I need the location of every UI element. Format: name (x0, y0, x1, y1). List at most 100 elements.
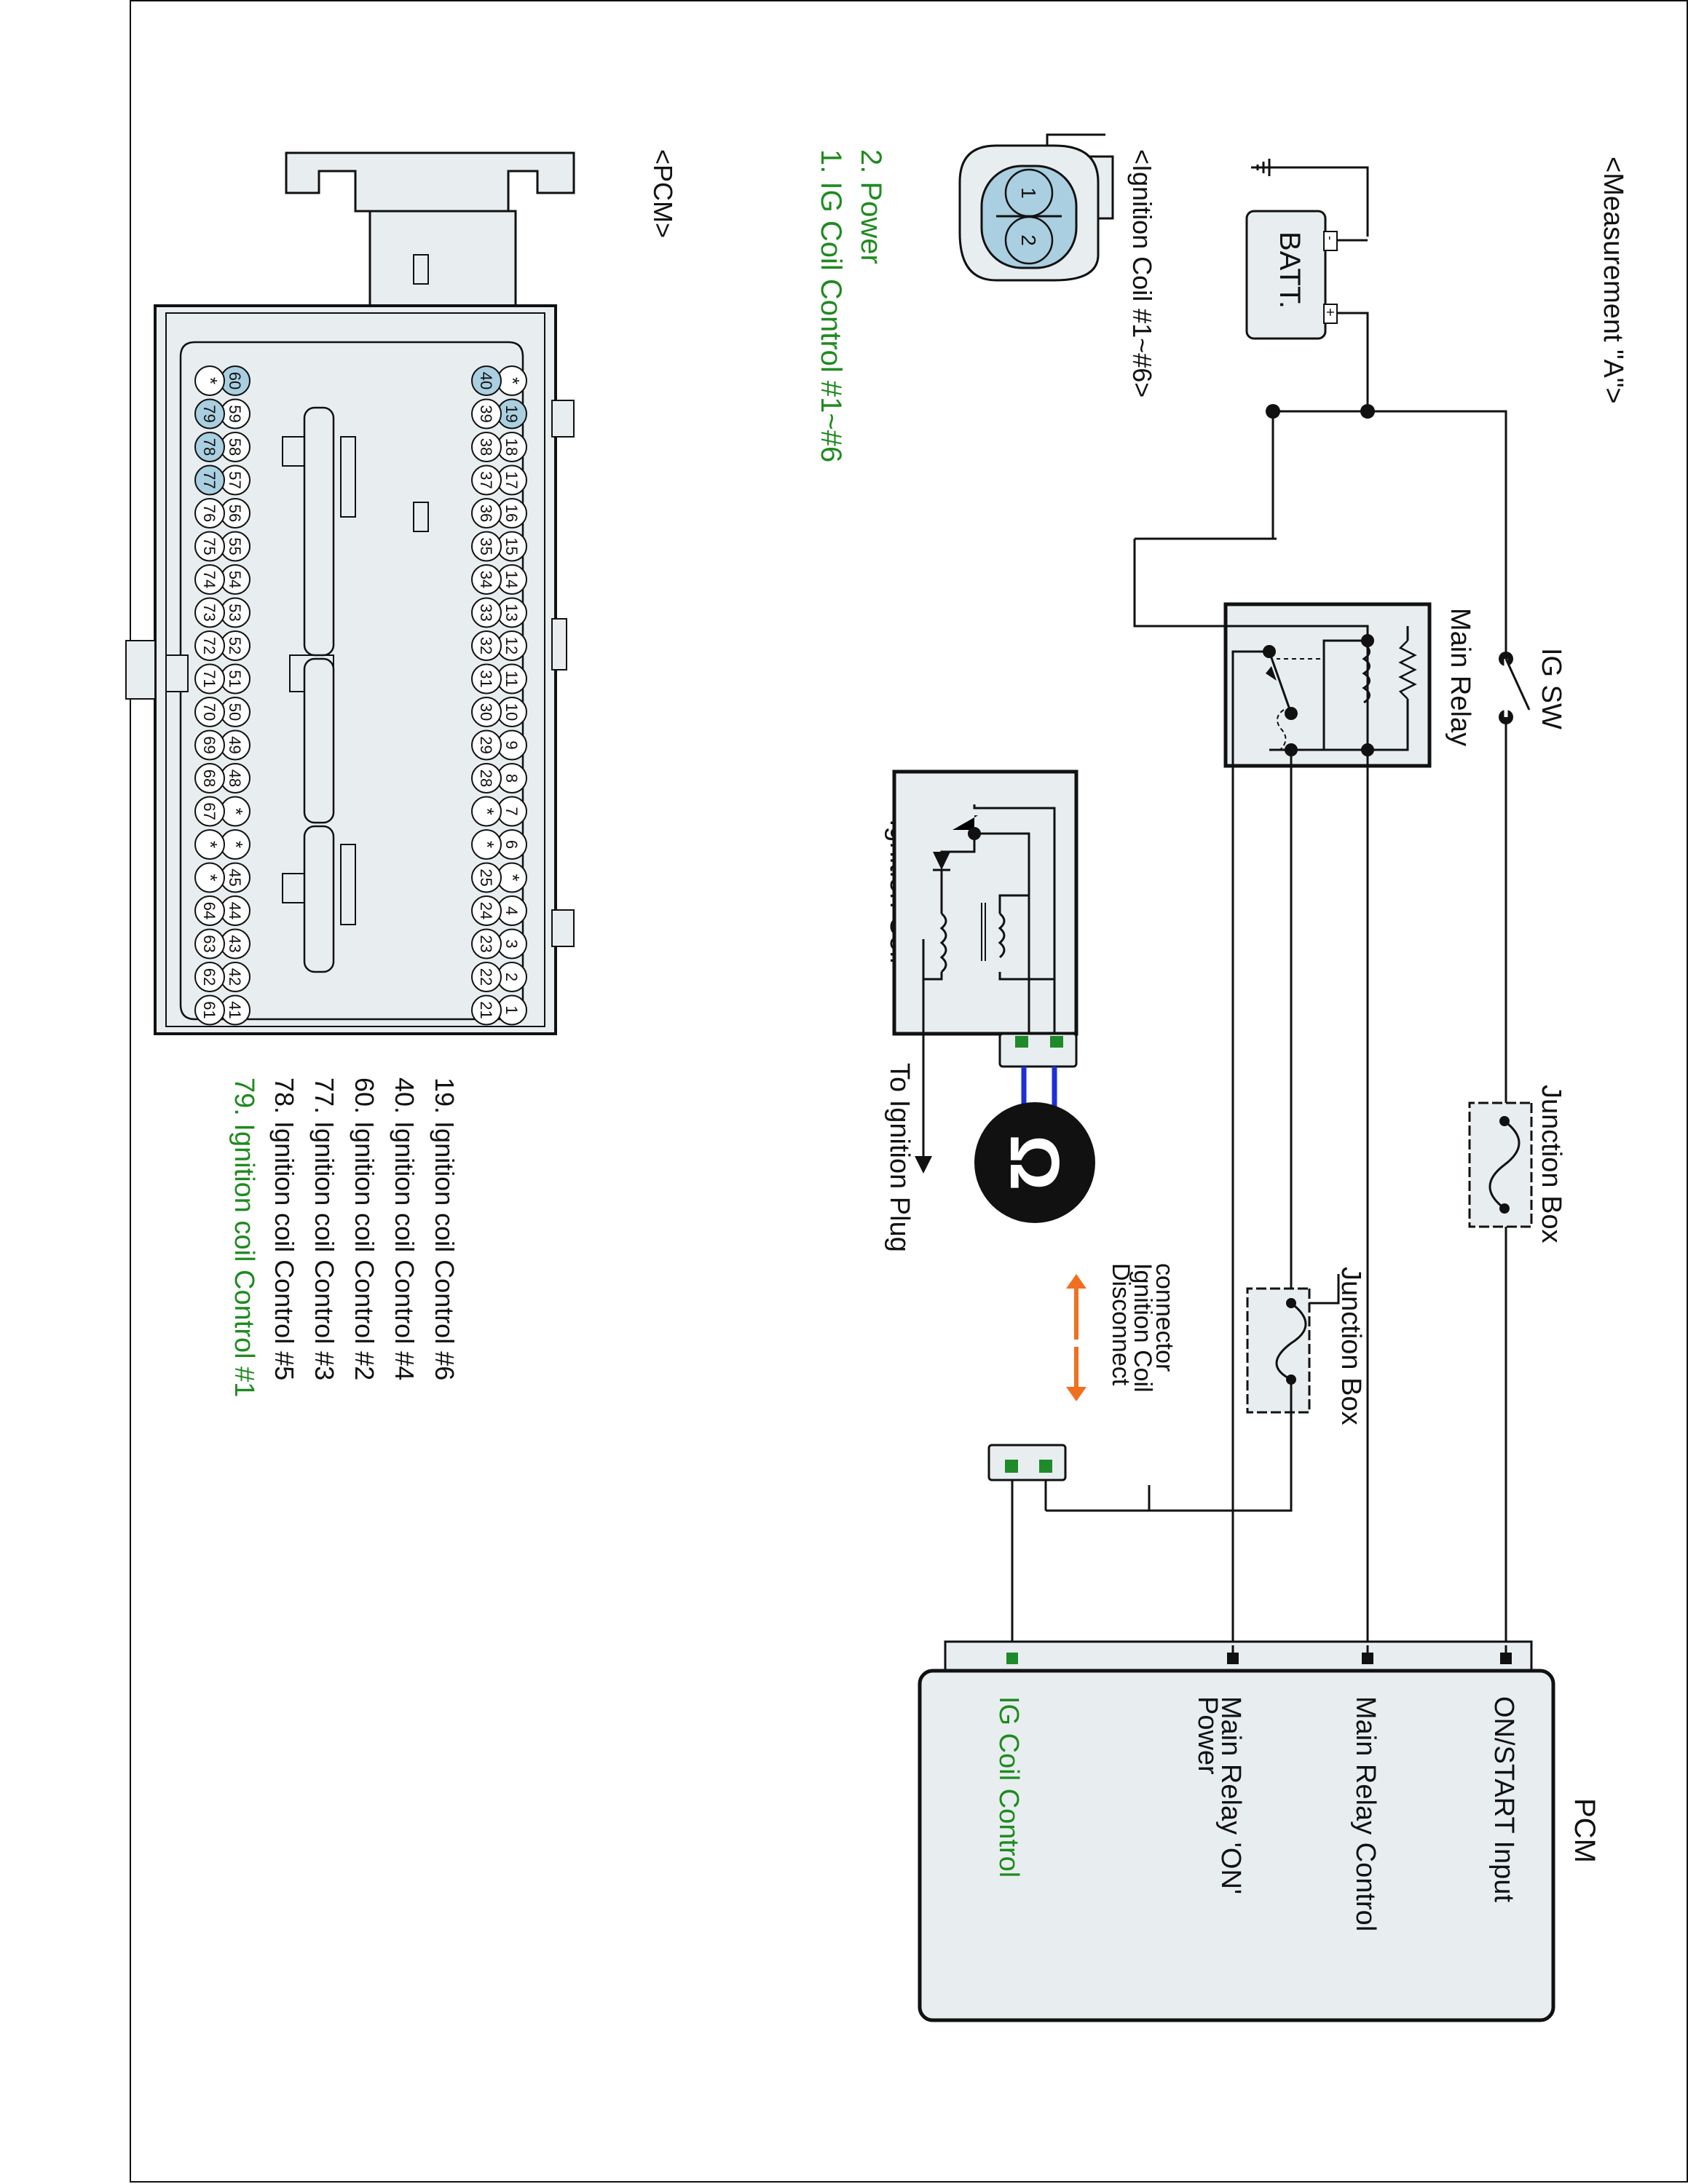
pcm-pin-label: * (200, 874, 221, 881)
page-frame (130, 0, 1688, 2183)
pcm-pin-label: 70 (200, 703, 218, 721)
pcm-legend-2: 40. Ignition coil Control #4 (390, 1077, 419, 1380)
pcm-pin-label: 8 (502, 774, 521, 783)
pcm-pin-circle (471, 928, 502, 960)
pcm-pin-main-relay-on-2: Power (1192, 1696, 1223, 1775)
main-relay (1133, 537, 1432, 768)
pcm-pin-label: 59 (226, 405, 244, 422)
pcm-pin-label: 75 (200, 537, 218, 555)
pcm-pin-label: 73 (200, 604, 218, 621)
ignition-coil-connector-title: <Ignition Coil #1~#6> (1127, 149, 1157, 397)
pcm-pin-circle (194, 365, 225, 396)
main-relay-label: Main Relay (1445, 608, 1475, 746)
pcm-pin-label: 17 (502, 471, 521, 488)
plug-arrow (915, 1156, 932, 1174)
pcm-pin-circle (194, 663, 225, 695)
pcm-pin-label: 57 (226, 471, 244, 488)
pcm-pin-label: 60 (226, 372, 244, 389)
pcm-pin-label: 64 (200, 902, 218, 919)
coil-connector-housing (998, 1032, 1078, 1068)
pcm-pin-label: 3 (502, 939, 521, 948)
pcm-pin-circle (194, 763, 225, 794)
pcm-pin-label: 19 (502, 405, 521, 422)
pcm-pin-circle (194, 697, 225, 727)
pcm-pin-label: 76 (200, 505, 218, 522)
pcm-pin-label: 74 (200, 571, 218, 588)
disconnect-line-3: connector (1151, 1263, 1178, 1372)
coil-legend-1: 1. IG Coil Control #1~#6 (815, 149, 847, 462)
pcm-pin-circle (194, 464, 225, 496)
pcm-pin-circle (194, 597, 225, 628)
pcm-pin-label: 78 (200, 438, 218, 456)
pcm-connector (125, 151, 575, 1035)
pcm-box (918, 1640, 1555, 2022)
pcm-pin-label: 16 (502, 505, 521, 522)
pcm-pin-label: 10 (502, 703, 521, 721)
pcm-pin-label: 68 (200, 769, 218, 787)
pcm-pin-circle (471, 464, 502, 496)
pcm-pin-circle (471, 432, 502, 462)
pcm-pin-label: 79 (200, 405, 218, 422)
pcm-pin-main-relay-on: Main Relay 'ON' (1215, 1696, 1246, 1894)
pcm-pin-label: 54 (226, 571, 244, 588)
pcm-pin-label: 36 (477, 505, 495, 522)
pcm-pin-label: 44 (226, 902, 244, 919)
pcm-pin-label: 55 (226, 537, 244, 555)
pcm-legend-3: 60. Ignition coil Control #2 (350, 1077, 379, 1380)
pcm-pin-circle (194, 630, 225, 661)
pcm-pin-circle (471, 697, 502, 727)
disconnect-arrows (1066, 1274, 1086, 1401)
coil-pin-2: 2 (1017, 234, 1040, 246)
junction-box-1 (1468, 1101, 1533, 1228)
pcm-pin-label: 37 (477, 471, 495, 488)
pcm-pin-label: * (476, 807, 498, 815)
pcm-pin-label: 15 (502, 537, 521, 555)
pcm-pin-label: 24 (477, 902, 495, 919)
pcm-pin-label: 72 (200, 637, 218, 654)
measurement-title: <Measurement "A"> (1598, 157, 1628, 404)
pcm-box-title: PCM (1569, 1798, 1601, 1863)
pcm-pin-label: 6 (502, 840, 521, 849)
pcm-pin-label: 22 (477, 968, 495, 986)
pcm-pin-on-start: ON/START Input (1488, 1696, 1519, 1902)
pcm-pin-label: 50 (226, 703, 244, 721)
pcm-pin-label: * (225, 807, 247, 815)
pcm-pin-label: 51 (226, 670, 244, 687)
pcm-pin-label: 52 (226, 637, 244, 654)
pcm-pin-circle (471, 763, 502, 794)
pcm-pin-circle (194, 432, 225, 462)
pcm-pin-label: 25 (477, 869, 495, 886)
pcm-pin-label: 35 (477, 537, 495, 555)
pcm-pin-label: 23 (477, 935, 495, 952)
pcm-pin-label: 39 (477, 405, 495, 422)
pcm-pin-label: 71 (200, 670, 218, 687)
pcm-legend-1: 19. Ignition coil Control #6 (430, 1077, 460, 1380)
pcm-pin-circle (194, 531, 225, 562)
coil-pin-1: 1 (1017, 187, 1040, 199)
pcm-pin-label: 30 (477, 703, 495, 721)
pcm-pin-circle (471, 630, 502, 661)
pcm-pin-circle (194, 928, 225, 960)
junction-box-2 (1246, 1287, 1311, 1414)
pcm-pin-circle (194, 564, 225, 595)
pcm-pin-label: 11 (502, 670, 521, 687)
pcm-legend-6: 79. Ignition coil Control #1 (229, 1077, 259, 1397)
ohm-plug-icon: Ω (974, 1102, 1095, 1223)
pcm-pin-circle (471, 729, 502, 761)
pcm-pin-label: 67 (200, 802, 218, 820)
pcm-legend-5: 78. Ignition coil Control #5 (269, 1077, 299, 1380)
pcm-connector-title: <PCM> (648, 149, 678, 238)
pcm-pin-label: 38 (477, 438, 495, 456)
battery-plus: + (1322, 308, 1338, 317)
pcm-pin-circle (471, 597, 502, 628)
pcm-pin-label: 56 (226, 505, 244, 522)
pcm-legend-4: 77. Ignition coil Control #3 (309, 1077, 339, 1380)
pcm-pin-label: * (225, 841, 247, 848)
pcm-pin-label: 1 (502, 1005, 521, 1014)
pcm-pin-label: 62 (200, 968, 218, 986)
pcm-pin-label: 41 (226, 1001, 244, 1018)
pcm-pin-label: 45 (226, 869, 244, 886)
ig-sw-label: IG SW (1536, 648, 1566, 729)
pcm-pin-label: 49 (226, 736, 244, 753)
